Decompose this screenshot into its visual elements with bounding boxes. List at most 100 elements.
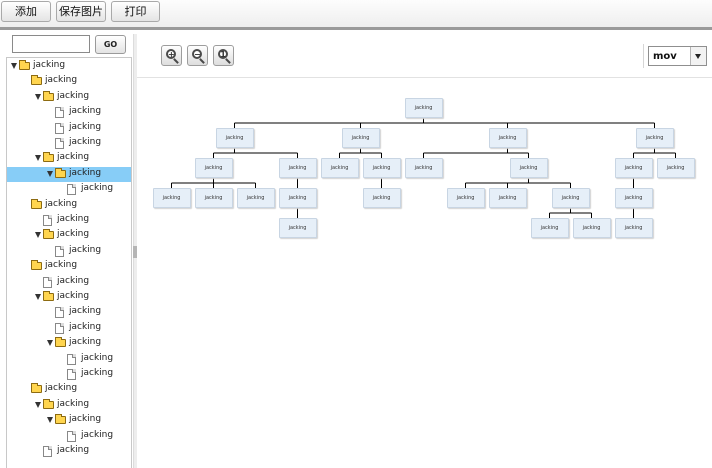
org-node[interactable]: jacking: [488, 128, 527, 148]
zoom-in-button[interactable]: +: [161, 45, 182, 66]
tree-item-label: jacking: [69, 121, 102, 132]
tree-item[interactable]: jacking: [7, 413, 131, 428]
expand-toggle-icon[interactable]: [35, 232, 41, 239]
org-node[interactable]: jacking: [236, 188, 275, 208]
tree-item-label: jacking: [45, 383, 78, 394]
org-node[interactable]: jacking: [551, 188, 590, 208]
tree-item-label: jacking: [57, 214, 90, 224]
org-node[interactable]: jacking: [152, 188, 191, 208]
org-node[interactable]: jacking: [614, 218, 653, 238]
org-node[interactable]: jacking: [656, 158, 695, 178]
org-node[interactable]: jacking: [278, 218, 317, 238]
org-node[interactable]: jacking: [509, 158, 548, 178]
tree-item[interactable]: jacking: [7, 59, 131, 74]
tree-item-label: jacking: [57, 445, 90, 455]
add-button[interactable]: 添加: [1, 1, 51, 22]
org-node[interactable]: jacking: [278, 188, 317, 208]
tree-item[interactable]: jacking: [7, 213, 131, 228]
file-icon: [55, 245, 64, 257]
tree-item[interactable]: jacking: [7, 429, 131, 444]
expand-toggle-icon[interactable]: [47, 340, 53, 347]
tree-item[interactable]: jacking: [7, 166, 131, 182]
org-node[interactable]: jacking: [278, 158, 317, 178]
print-button[interactable]: 打印: [111, 1, 160, 22]
tree-item[interactable]: jacking: [7, 198, 131, 213]
file-icon: [67, 430, 76, 442]
tree-item[interactable]: jacking: [7, 444, 131, 459]
tree-item-label: jacking: [45, 198, 78, 209]
org-node[interactable]: jacking: [404, 158, 443, 178]
org-node[interactable]: jacking: [446, 188, 485, 208]
org-node[interactable]: jacking: [530, 218, 569, 238]
tree-item[interactable]: jacking: [7, 182, 131, 197]
org-node[interactable]: jacking: [194, 188, 233, 208]
zoom-in-icon: +: [166, 49, 176, 59]
tree-item[interactable]: jacking: [7, 259, 131, 274]
expand-toggle-icon[interactable]: [35, 93, 41, 100]
layout-select-value: mov: [653, 51, 677, 62]
org-node[interactable]: jacking: [320, 158, 359, 178]
tree-item[interactable]: jacking: [7, 151, 131, 166]
chevron-down-icon[interactable]: [690, 47, 706, 65]
org-node[interactable]: jacking: [404, 98, 443, 118]
folder-icon: [55, 167, 66, 178]
splitter-grip-icon[interactable]: [133, 246, 137, 258]
tree-item[interactable]: jacking: [7, 121, 131, 136]
org-node[interactable]: jacking: [635, 128, 674, 148]
tree-item-label: jacking: [69, 244, 102, 255]
tree-item[interactable]: jacking: [7, 105, 131, 120]
tree-item[interactable]: jacking: [7, 352, 131, 367]
folder-icon: [43, 398, 54, 409]
tree-item-label: jacking: [57, 90, 90, 101]
tree-item[interactable]: jacking: [7, 382, 131, 397]
expand-toggle-icon[interactable]: [47, 417, 53, 424]
tree-item[interactable]: jacking: [7, 321, 131, 336]
zoom-out-button[interactable]: −: [187, 45, 208, 66]
tree-item[interactable]: jacking: [7, 275, 131, 290]
expand-toggle-icon[interactable]: [47, 170, 53, 177]
org-node[interactable]: jacking: [194, 158, 233, 178]
search-input[interactable]: [12, 35, 90, 53]
tree-item-label: jacking: [57, 291, 90, 301]
go-button[interactable]: GO: [95, 35, 126, 54]
tree-item[interactable]: jacking: [7, 398, 131, 413]
expand-toggle-icon[interactable]: [35, 401, 41, 408]
tree-item[interactable]: jacking: [7, 228, 131, 243]
tree-item[interactable]: jacking: [7, 367, 131, 382]
file-icon: [55, 307, 64, 319]
folder-icon: [31, 260, 42, 271]
org-node[interactable]: jacking: [362, 188, 401, 208]
org-node[interactable]: jacking: [215, 128, 254, 148]
folder-icon: [31, 198, 42, 209]
org-node[interactable]: jacking: [614, 158, 653, 178]
tree-item[interactable]: jacking: [7, 74, 131, 89]
expand-toggle-icon[interactable]: [35, 155, 41, 162]
tree-item[interactable]: jacking: [7, 305, 131, 320]
tree-item-label: jacking: [57, 398, 90, 409]
expand-toggle-icon[interactable]: [35, 294, 41, 300]
tree-item-label: jacking: [81, 429, 114, 440]
tree-item[interactable]: jacking: [7, 336, 131, 351]
tree-item-label: jacking: [45, 260, 78, 271]
expand-toggle-icon[interactable]: [11, 63, 17, 69]
zoom-reset-icon: 1: [218, 49, 228, 59]
tree-item[interactable]: jacking: [7, 136, 131, 151]
tree-item-label: jacking: [69, 106, 102, 117]
folder-icon: [43, 152, 54, 163]
tree-item[interactable]: jacking: [7, 90, 131, 105]
org-node[interactable]: jacking: [341, 128, 380, 148]
save-image-button[interactable]: 保存图片: [56, 1, 106, 22]
file-icon: [55, 138, 64, 149]
zoom-reset-button[interactable]: 1: [213, 45, 234, 66]
tree-item[interactable]: jacking: [7, 290, 131, 305]
tree-item[interactable]: jacking: [7, 244, 131, 259]
org-node[interactable]: jacking: [362, 158, 401, 178]
org-node[interactable]: jacking: [614, 188, 653, 208]
org-node[interactable]: jacking: [488, 188, 527, 208]
layout-select[interactable]: mov: [648, 46, 707, 66]
tree-item-label: jacking: [81, 183, 114, 194]
org-node[interactable]: jacking: [572, 218, 611, 238]
folder-icon: [43, 229, 54, 240]
